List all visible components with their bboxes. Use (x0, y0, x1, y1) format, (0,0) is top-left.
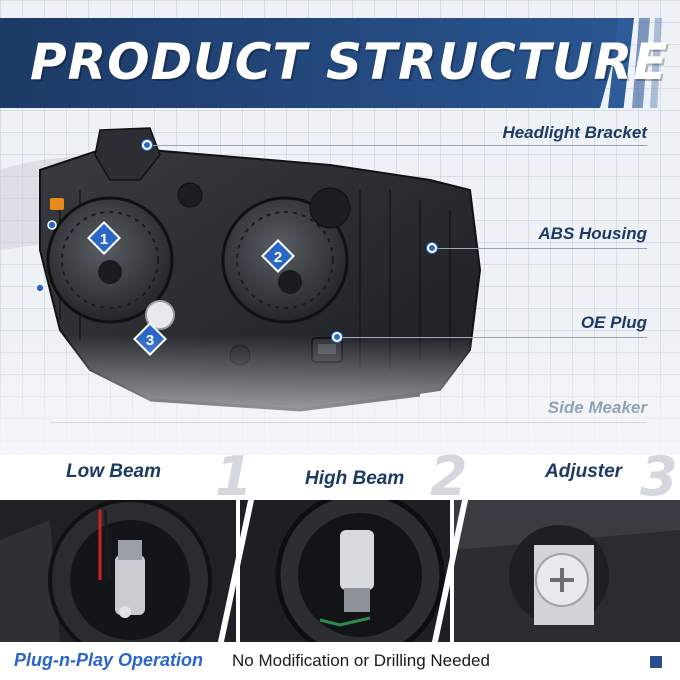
callout-side-meaker: Side Meaker (547, 398, 647, 417)
feature-labels: 1 Low Beam 2 High Beam 3 Adjuster (0, 449, 680, 505)
marker-2 (261, 239, 295, 273)
feature-high-beam-label: High Beam (305, 468, 405, 489)
feature-2-number: 2 (430, 445, 468, 508)
plug-pointer-dot (332, 332, 342, 342)
adjuster-knob (145, 300, 175, 330)
structure-section: PRODUCT STRUCTURE (0, 0, 680, 455)
feature-photos (0, 500, 680, 642)
feature-adjuster-label: Adjuster (545, 461, 623, 482)
footer-square-icon (650, 656, 662, 668)
feature-low-beam-label: Low Beam (66, 461, 162, 482)
feature-1-number: 1 (215, 445, 253, 508)
footer-text: No Modification or Drilling Needed (232, 651, 490, 670)
high-beam-photo (240, 500, 450, 642)
footer-emphasis: Plug-n-Play Operation (14, 650, 204, 670)
low-beam-photo (0, 500, 236, 642)
housing-pointer-dot (427, 243, 437, 253)
bracket-pointer-dot (142, 140, 152, 150)
marker-1-label: 1 (100, 231, 108, 248)
footer-bar: Plug-n-Play Operation No Modification or… (0, 642, 680, 680)
housing-leader-line (435, 248, 647, 249)
feature-3-number: 3 (640, 445, 678, 508)
callout-oe-plug: OE Plug (580, 313, 647, 332)
callout-abs-housing: ABS Housing (538, 224, 647, 243)
page-title: PRODUCT STRUCTURE (30, 33, 669, 91)
plug-leader-line (340, 337, 647, 338)
title-banner (0, 18, 625, 108)
bracket-leader-line (150, 145, 647, 146)
side-leader-line (50, 422, 647, 423)
marker-3-label: 3 (146, 332, 154, 349)
adjuster-photo (454, 500, 680, 642)
marker-2-label: 2 (274, 249, 282, 266)
headlight-illustration: 1 2 3 (0, 127, 482, 412)
marker-1 (87, 221, 121, 255)
oe-plug-shape (311, 337, 343, 363)
callout-headlight-bracket: Headlight Bracket (502, 123, 647, 142)
